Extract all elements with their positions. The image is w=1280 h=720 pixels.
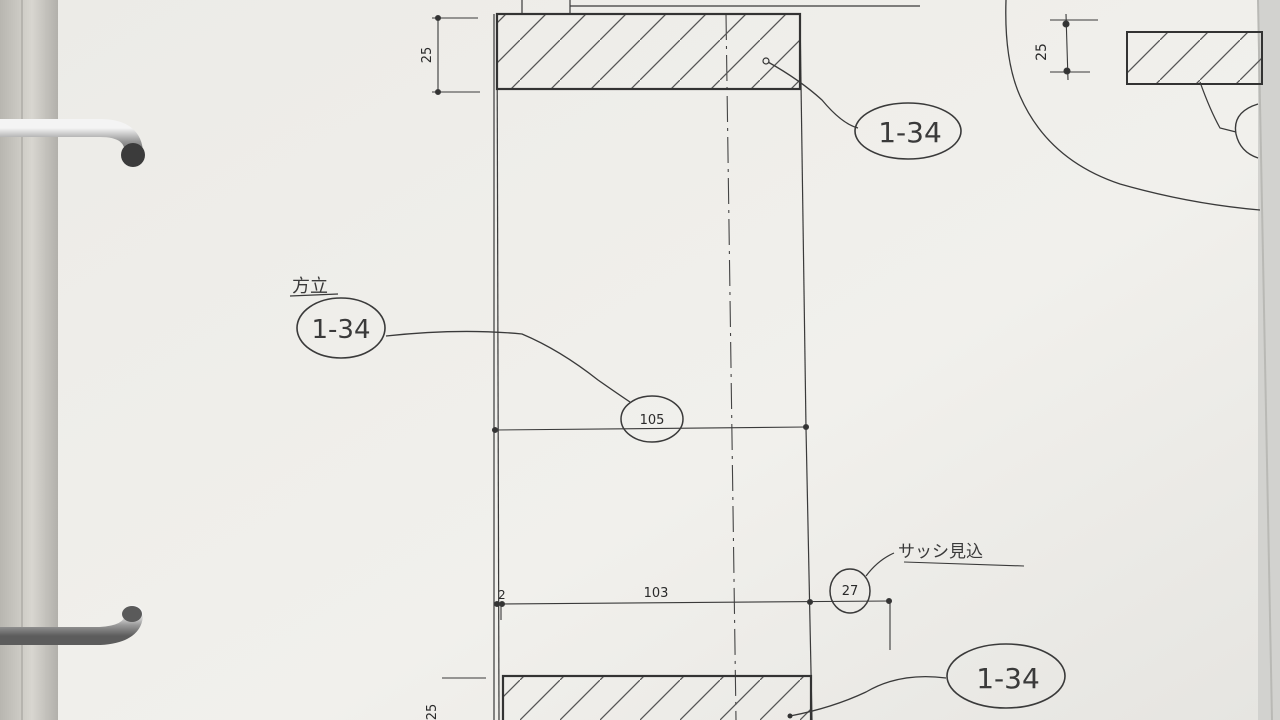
side-callout-label: 1-34 — [311, 315, 370, 345]
top-callout-label: 1-34 — [878, 116, 942, 149]
binder-ring-top — [0, 119, 145, 167]
binder-ring-bottom — [0, 605, 143, 645]
bottom-callout-bubble — [946, 643, 1066, 709]
binder-spine — [0, 0, 64, 720]
bottom-depth-label: 25 — [425, 704, 440, 720]
side-note: 方立 — [292, 276, 328, 297]
inset-depth-label: 25 — [1034, 43, 1050, 61]
bottom-callout-label: 1-34 — [976, 662, 1040, 695]
bottom-hatched-member — [501, 674, 813, 720]
lower-width-label: 103 — [644, 586, 669, 601]
side-callout-bubble — [296, 297, 386, 359]
top-callout-leader — [767, 61, 859, 129]
sash-depth-bubble — [829, 568, 871, 614]
paper-page — [58, 0, 1260, 720]
inset-detail — [1005, 0, 1263, 211]
upper-width-label: 105 — [640, 413, 665, 428]
top-callout-bubble — [854, 102, 962, 160]
bottom-callout-leader — [789, 675, 947, 717]
top-hatched-member — [495, 12, 802, 91]
top-depth-label: 25 — [420, 47, 435, 64]
top-depth-dimension — [432, 14, 480, 96]
gap-label: 2 — [498, 588, 506, 602]
upper-width-bubble — [620, 395, 684, 443]
upper-width-dimension — [491, 423, 810, 434]
lower-width-dimension — [493, 597, 893, 650]
sash-depth-label: 27 — [842, 584, 859, 599]
side-callout-leader — [385, 330, 631, 403]
sash-note: サッシ見込 — [898, 542, 983, 562]
